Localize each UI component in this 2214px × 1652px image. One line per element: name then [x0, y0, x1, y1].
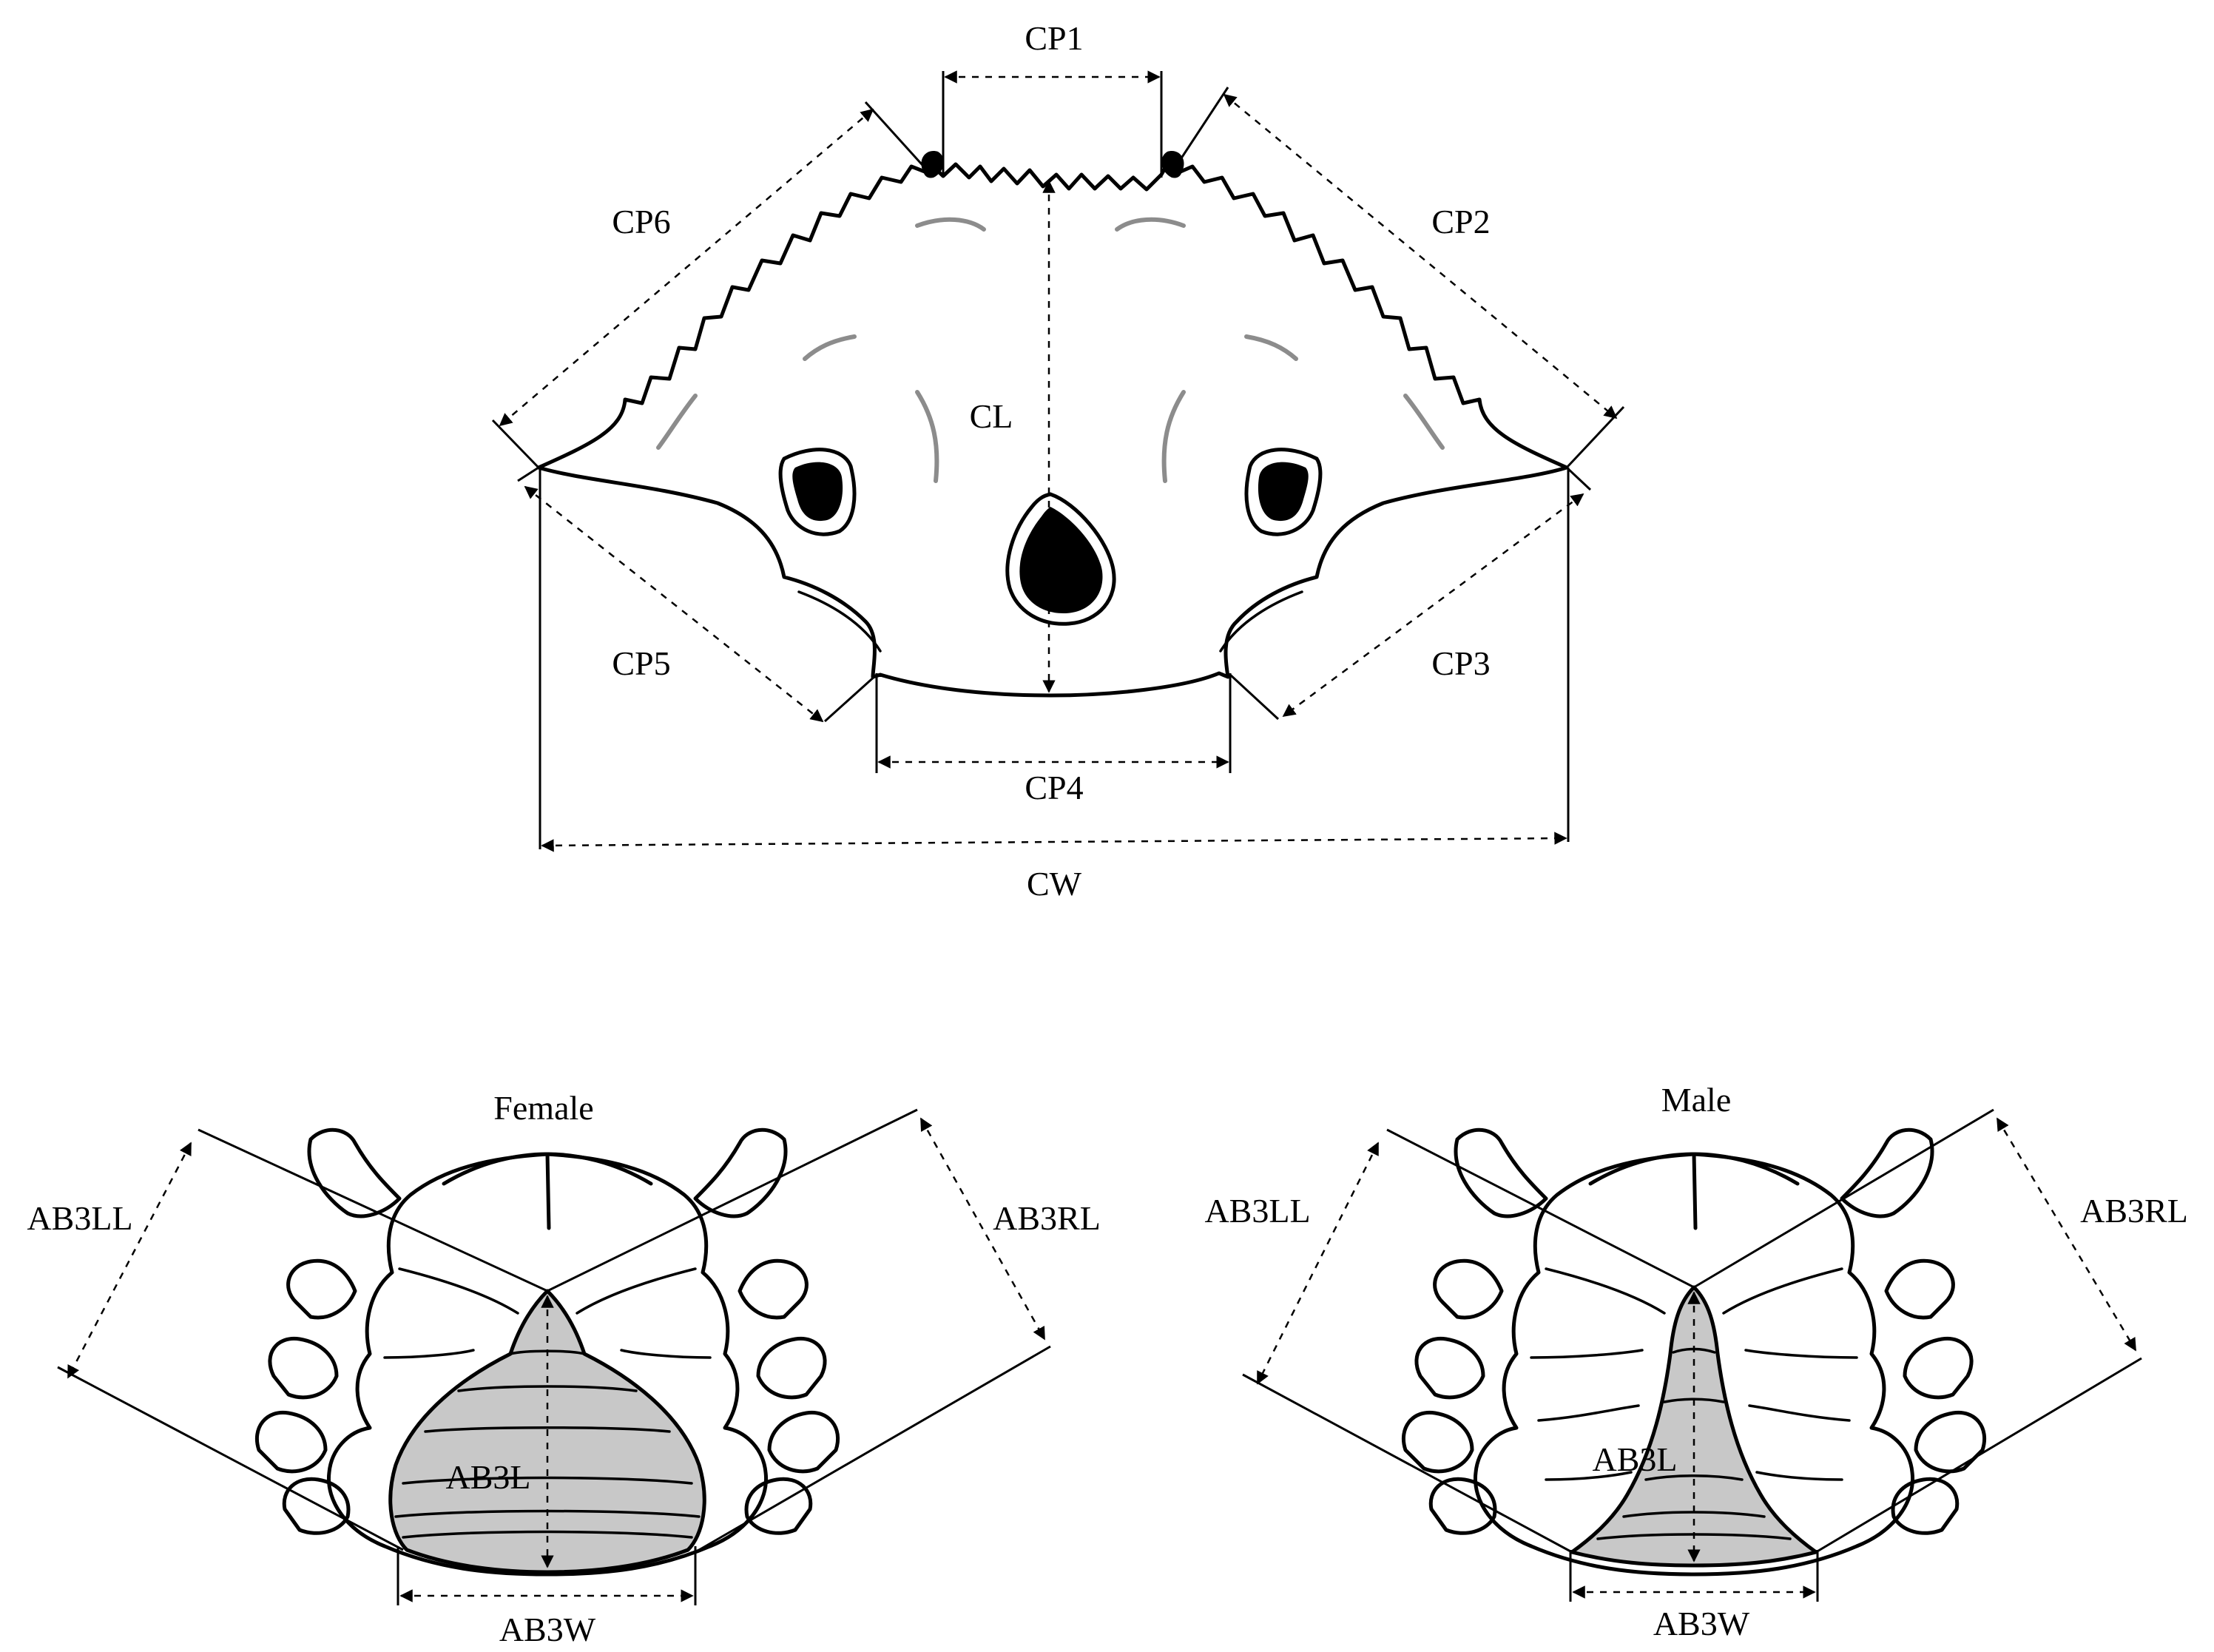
- female-left-leg: [254, 1410, 328, 1474]
- male-ab3ll-upper-guide: [1386, 1128, 1695, 1289]
- cl-label: CL: [970, 397, 1013, 435]
- carapace-groove: [1244, 334, 1298, 361]
- cp3-end-guide: [1229, 673, 1280, 721]
- center-tubercle: [1005, 492, 1116, 626]
- cp5-label: CP5: [612, 644, 670, 682]
- male-sternal-groove: [1545, 1471, 1633, 1481]
- carapace-groove: [803, 334, 857, 361]
- female-ab3rl-measure-line: [919, 1117, 1046, 1341]
- female-sternal-groove: [398, 1267, 519, 1315]
- female-ab3rl-lower-guide: [698, 1345, 1051, 1551]
- cp2-measure-line: [1223, 93, 1618, 419]
- right-tubercle: [1244, 448, 1323, 536]
- male-left-leg: [1401, 1410, 1474, 1474]
- carapace-groove: [1115, 217, 1186, 232]
- male-sternal-groove: [1530, 1349, 1644, 1359]
- male-midline: [1692, 1152, 1698, 1230]
- female-right-leg: [767, 1410, 840, 1474]
- male-sternal-groove: [1722, 1267, 1843, 1315]
- female-ab3w-label: AB3W: [499, 1611, 596, 1648]
- male-ab3rl-lower-guide: [1815, 1357, 2142, 1554]
- female-midline: [545, 1152, 551, 1230]
- female-right-leg: [744, 1477, 813, 1535]
- male-title: Male: [1661, 1081, 1732, 1119]
- left-tubercle: [778, 448, 857, 536]
- female-left-leg: [286, 1258, 357, 1320]
- cw-measure-line: [541, 832, 1567, 852]
- cp5-measure-line: [524, 485, 824, 723]
- male-ab3rl-measure-line: [1996, 1117, 2137, 1352]
- carapace-groove: [1161, 390, 1186, 483]
- carapace-groove: [656, 394, 698, 450]
- male-ab3rl-upper-guide: [1693, 1108, 1994, 1289]
- female-right-leg: [693, 1127, 788, 1218]
- male-ab3w-label: AB3W: [1653, 1605, 1750, 1642]
- cp3-measure-line: [1282, 493, 1584, 718]
- carapace-groove: [915, 390, 939, 483]
- cp5-base-guide: [517, 466, 539, 482]
- male-left-leg: [1454, 1127, 1548, 1218]
- female-sternal-groove: [383, 1349, 475, 1359]
- cp2-label: CP2: [1431, 203, 1490, 240]
- female-left-leg: [282, 1477, 351, 1535]
- cp5-end-guide: [823, 673, 878, 723]
- female-title: Female: [493, 1089, 593, 1127]
- male-body-outline: [1473, 1152, 1915, 1577]
- female-ab3ll-lower-guide: [57, 1366, 404, 1551]
- male-right-leg: [1884, 1258, 1955, 1320]
- cp6-label: CP6: [612, 203, 670, 240]
- cp6-base-guide: [491, 419, 540, 469]
- female-right-leg: [738, 1258, 809, 1320]
- carapace-groove: [915, 217, 986, 232]
- male-ab3ll-measure-line: [1256, 1142, 1380, 1385]
- male-ab3ll-label: AB3LL: [1204, 1192, 1310, 1230]
- cp6-guide: [864, 101, 930, 173]
- cw-label: CW: [1027, 865, 1082, 903]
- cp1-label: CP1: [1025, 19, 1083, 57]
- cp2-guide: [1171, 87, 1229, 172]
- male-sternal-groove: [1744, 1349, 1858, 1359]
- cp3-label: CP3: [1431, 644, 1490, 682]
- male-left-leg: [1433, 1258, 1504, 1320]
- female-ab3ll-measure-line: [67, 1142, 192, 1379]
- female-right-leg: [756, 1336, 827, 1400]
- male-ab3ll-lower-guide: [1242, 1373, 1573, 1554]
- female-ab3l-label: AB3L: [446, 1458, 531, 1496]
- male-right-leg: [1891, 1477, 1960, 1535]
- female-left-leg: [268, 1336, 339, 1400]
- male-left-leg: [1428, 1477, 1497, 1535]
- female-abdomen-diagram: Female: [27, 1089, 1100, 1648]
- male-sternal-groove: [1748, 1404, 1851, 1422]
- male-left-leg: [1414, 1336, 1485, 1400]
- male-sternal-groove: [1545, 1267, 1666, 1315]
- cp6-measure-line: [499, 108, 874, 427]
- male-abdomen-diagram: Male: [1204, 1081, 2187, 1642]
- male-ab3rl-label: AB3RL: [2080, 1192, 2188, 1230]
- female-ab3ll-label: AB3LL: [27, 1199, 132, 1237]
- cp3-base-guide: [1565, 466, 1592, 491]
- right-eye-icon: [1161, 151, 1184, 178]
- female-left-leg: [307, 1127, 402, 1218]
- carapace-diagram: CP1 CP6 CP2 CL CP5 CP3 CP4 CW: [491, 19, 1625, 903]
- male-right-leg: [1914, 1410, 1987, 1474]
- female-sternal-groove: [620, 1349, 712, 1359]
- carapace-groove: [1403, 394, 1445, 450]
- male-right-leg: [1903, 1336, 1974, 1400]
- female-ab3rl-upper-guide: [547, 1108, 918, 1292]
- male-sternal-groove: [1755, 1471, 1843, 1481]
- female-sternal-groove: [576, 1267, 697, 1315]
- male-ab3l-label: AB3L: [1593, 1440, 1678, 1478]
- female-ab3ll-upper-guide: [198, 1128, 548, 1292]
- cp4-label: CP4: [1025, 769, 1083, 806]
- male-sternal-groove: [1537, 1404, 1640, 1422]
- female-ab3rl-label: AB3RL: [993, 1199, 1101, 1237]
